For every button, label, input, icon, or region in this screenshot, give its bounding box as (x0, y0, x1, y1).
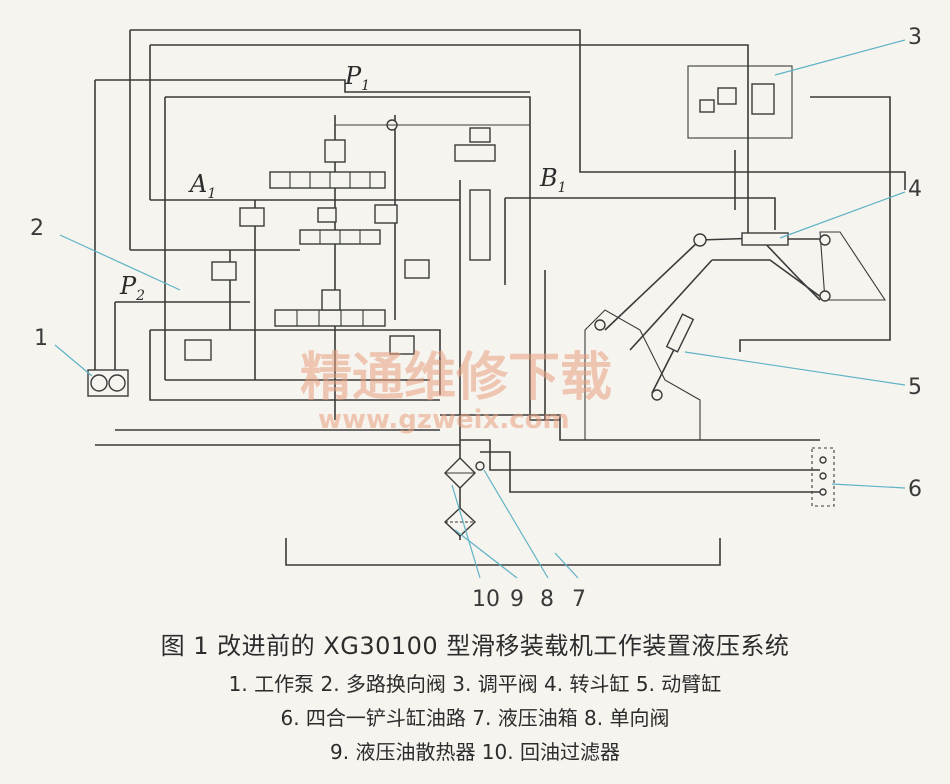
callout-leaders (54, 39, 906, 579)
figure-caption-title: 图 1 改进前的 XG30100 型滑移装载机工作装置液压系统 (160, 632, 790, 660)
callout-1: 1 (34, 326, 48, 351)
callout-7: 7 (572, 587, 586, 612)
figure-legend-line-1: 1. 工作泵 2. 多路换向阀 3. 调平阀 4. 转斗缸 5. 动臂缸 (228, 672, 722, 696)
callout-6: 6 (908, 477, 922, 502)
loader-mechanism (584, 231, 887, 441)
callout-3: 3 (908, 25, 922, 50)
figure-legend-line-2: 6. 四合一铲斗缸油路 7. 液压油箱 8. 单向阀 (280, 706, 670, 730)
figure-legend-line-3: 9. 液压油散热器 10. 回油过滤器 (330, 740, 620, 764)
watermark-url: www.gzweix.com (318, 405, 570, 435)
pipe-network (94, 29, 906, 540)
port-p1-label: P1 (344, 62, 370, 94)
callout-9: 9 (510, 587, 524, 612)
hydraulic-schematic: P1 A1 B1 P2 1 2 3 4 5 6 10 9 8 7 精通维修下载 … (30, 25, 922, 612)
port-p2-label: P2 (119, 272, 145, 304)
multi-way-valve (184, 119, 530, 361)
callout-8: 8 (540, 587, 554, 612)
work-pump (87, 369, 129, 397)
callout-2: 2 (30, 216, 44, 241)
watermark-title: 精通维修下载 (300, 348, 612, 408)
return-circuit (285, 457, 721, 566)
callout-4: 4 (908, 177, 922, 202)
port-b1-label: B1 (539, 164, 567, 196)
callout-10: 10 (472, 587, 500, 612)
port-a1-label: A1 (188, 170, 216, 202)
callout-5: 5 (908, 375, 922, 400)
leveling-valve (687, 65, 793, 139)
four-in-one-connectors (811, 447, 835, 507)
